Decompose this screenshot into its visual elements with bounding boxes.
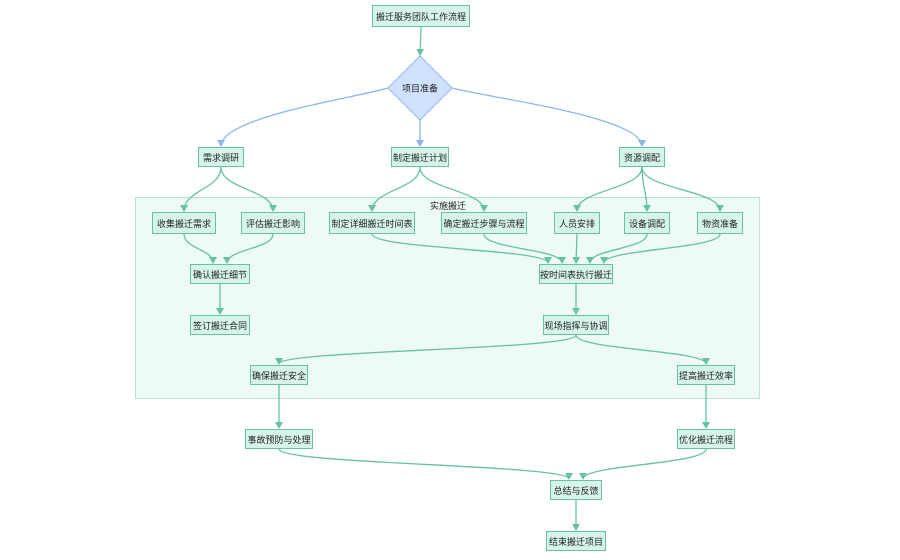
node-material[interactable]: 物资准备 [697, 212, 743, 234]
node-schedule[interactable]: 制定详细搬迁时间表 [329, 212, 415, 234]
node-efficiency[interactable]: 提高搬迁效率 [677, 365, 735, 385]
edge-staff-to-execute [572, 233, 581, 264]
edge-research-to-assess [220, 166, 277, 212]
node-staff[interactable]: 人员安排 [554, 212, 600, 234]
node-end[interactable]: 结束搬迁项目 [546, 531, 606, 551]
node-safety[interactable]: 确保搬迁安全 [250, 365, 308, 385]
edge-start-to-prep [416, 26, 425, 56]
node-contract[interactable]: 签订搬迁合同 [190, 315, 250, 335]
edge-prep-to-resource [451, 87, 646, 147]
node-plan[interactable]: 制定搬迁计划 [391, 147, 449, 167]
edge-optimize-to-summary [579, 448, 707, 480]
edge-collect-to-confirm [183, 233, 217, 264]
edge-research-to-collect [180, 166, 222, 212]
node-summary[interactable]: 总结与反馈 [550, 480, 602, 500]
edge-schedule-to-execute [371, 233, 552, 264]
node-research[interactable]: 需求调研 [198, 147, 244, 167]
node-resource[interactable]: 资源调配 [619, 147, 665, 167]
edge-plan-to-steps [419, 166, 488, 212]
edge-accident-to-summary [278, 448, 573, 480]
node-optimize[interactable]: 优化搬迁流程 [677, 429, 735, 449]
cluster-label: 实施搬迁 [429, 202, 467, 212]
edge-resource-to-equip [641, 166, 651, 212]
node-accident[interactable]: 事故预防与处理 [245, 429, 313, 449]
node-equip[interactable]: 设备调配 [624, 212, 670, 234]
edge-resource-to-material [641, 166, 724, 212]
node-onsite[interactable]: 现场指挥与协调 [543, 315, 609, 335]
edge-steps-to-execute [483, 233, 566, 264]
node-steps[interactable]: 确定搬迁步骤与流程 [441, 212, 527, 234]
node-prep-diamond[interactable] [387, 55, 453, 121]
node-assess[interactable]: 评估搬迁影响 [241, 212, 305, 234]
node-start[interactable]: 搬迁服务团队工作流程 [372, 5, 470, 27]
edge-equip-to-execute [586, 233, 648, 264]
edge-prep-to-research [217, 87, 389, 147]
node-confirm[interactable]: 确认搬迁细节 [190, 264, 250, 284]
edge-material-to-execute [600, 233, 721, 264]
node-execute[interactable]: 按时间表执行搬迁 [539, 264, 613, 284]
edge-plan-to-schedule [368, 166, 421, 212]
edge-assess-to-confirm [223, 233, 274, 264]
edge-resource-to-staff [573, 166, 643, 212]
node-collect[interactable]: 收集搬迁需求 [152, 212, 216, 234]
edge-onsite-to-safety [275, 334, 577, 365]
edge-onsite-to-efficiency [575, 334, 710, 365]
